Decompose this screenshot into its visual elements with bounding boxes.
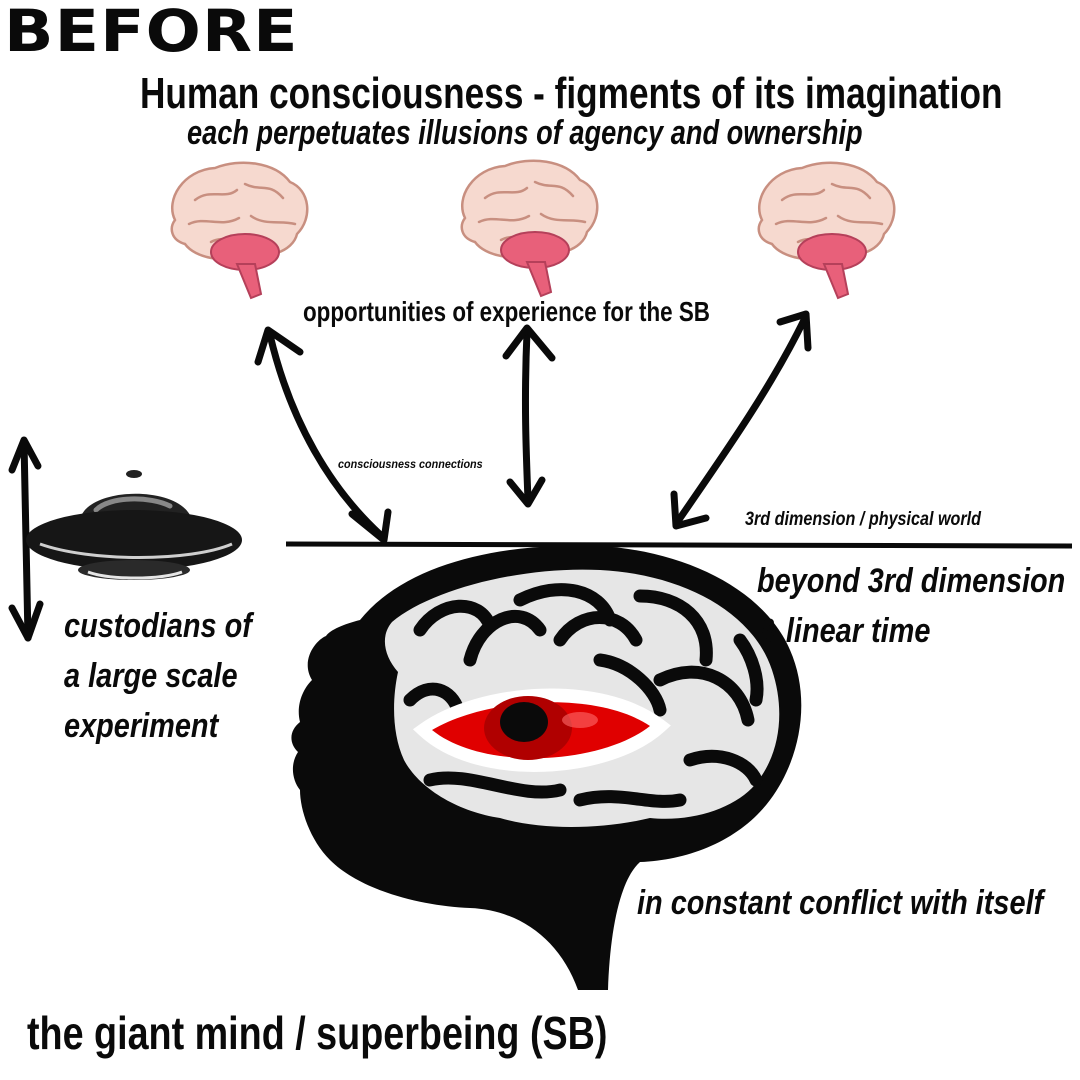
dimension-line-label: 3rd dimension / physical world xyxy=(745,509,982,530)
connection-arrow-center xyxy=(521,328,532,504)
opportunities-label: opportunities of experience for the SB xyxy=(303,296,710,327)
beyond-label-line-2: & linear time xyxy=(757,612,931,650)
diagram-title: Human consciousness - figments of its im… xyxy=(140,69,1003,118)
conflict-label: in constant conflict with itself xyxy=(637,884,1044,922)
red-eye-icon xyxy=(412,688,671,772)
giant-mind-label: the giant mind / superbeing (SB) xyxy=(27,1007,608,1059)
diagram-subtitle: each perpetuates illusions of agency and… xyxy=(187,114,863,152)
connections-label: consciousness connections xyxy=(338,457,483,471)
small-brain-icon xyxy=(460,159,599,298)
custodians-label-line-3: experiment xyxy=(64,707,219,745)
connection-arrow-right xyxy=(672,314,809,528)
custodians-label-line-1: custodians of xyxy=(64,607,252,645)
connection-arrow-left xyxy=(266,331,388,542)
small-brain-icon xyxy=(757,161,896,300)
before-heading: BEFORE xyxy=(4,0,299,65)
custodians-label-line-2: a large scale xyxy=(64,657,238,695)
beyond-label-line-1: beyond 3rd dimension xyxy=(757,562,1066,600)
dimension-line xyxy=(285,541,1073,549)
small-brain-icon xyxy=(170,161,309,300)
consciousness-connection-arrows xyxy=(8,310,812,642)
ufo-icon xyxy=(26,470,242,580)
